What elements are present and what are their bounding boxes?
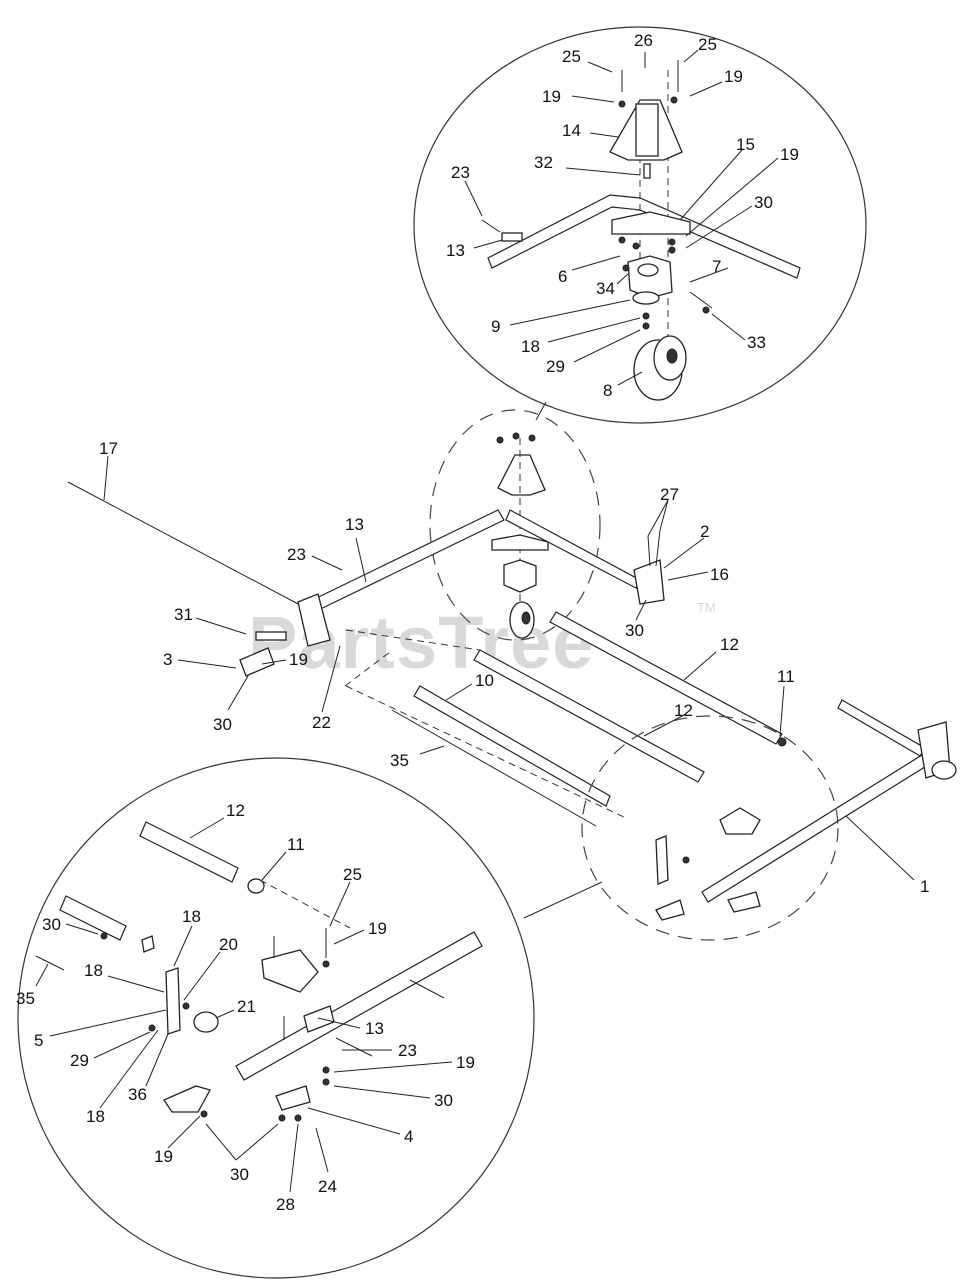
- right-small-parts: [655, 807, 761, 921]
- middle-leaders: [103, 455, 915, 881]
- callout: 25: [343, 865, 362, 884]
- callout: 14: [562, 121, 581, 140]
- callout: 20: [219, 935, 238, 954]
- callout: 23: [451, 163, 470, 182]
- callout: 25: [562, 47, 581, 66]
- top-frame-corner: [487, 70, 801, 340]
- callout: 9: [491, 317, 500, 336]
- callout: 30: [625, 621, 644, 640]
- detail-circle-right: [581, 715, 839, 941]
- callout: 16: [710, 565, 729, 584]
- callout: 19: [542, 87, 561, 106]
- callout: 30: [754, 193, 773, 212]
- callout: 18: [521, 337, 540, 356]
- callout: 12: [720, 635, 739, 654]
- callout: 30: [42, 915, 61, 934]
- callout: 21: [237, 997, 256, 1016]
- callout: 19: [154, 1147, 173, 1166]
- callouts-middle: 17 13 23 27 2 16 31 3 19 30 22 30 12 11 …: [99, 439, 929, 896]
- callout: 12: [226, 801, 245, 820]
- callout: 5: [34, 1031, 43, 1050]
- callout: 18: [182, 907, 201, 926]
- callout: 35: [16, 989, 35, 1008]
- callout: 11: [287, 835, 305, 854]
- detail-circle-bottom: [17, 757, 535, 1279]
- callout: 12: [674, 701, 693, 720]
- callout: 28: [276, 1195, 295, 1214]
- top-hardware: [481, 60, 713, 330]
- bottom-leaders: [35, 817, 453, 1193]
- callout: 13: [446, 241, 465, 260]
- callout: 29: [546, 357, 565, 376]
- bottom-assembly: [35, 821, 483, 1122]
- callout: 2: [700, 522, 709, 541]
- detail-circle-middle: [429, 409, 601, 641]
- callout: 6: [558, 267, 567, 286]
- top-leaders: [464, 49, 779, 386]
- callout: 19: [724, 67, 743, 86]
- callout: 29: [70, 1051, 89, 1070]
- callout: 30: [434, 1091, 453, 1110]
- callout: 18: [84, 961, 103, 980]
- watermark-trademark: TM: [697, 600, 716, 615]
- callout: 7: [712, 257, 721, 276]
- callouts-bottom: 12 11 25 19 30 18 20 35 18 21 5 29 13 23…: [16, 801, 475, 1214]
- callouts-top: 25 26 25 19 19 14 15 19 32 23 30 13 6 7 …: [446, 31, 799, 400]
- callout: 35: [390, 751, 409, 770]
- detail-circle-top: [413, 26, 867, 424]
- callout: 22: [312, 713, 331, 732]
- callout: 4: [404, 1127, 413, 1146]
- middle-caster-assembly: [491, 432, 549, 639]
- callout: 36: [128, 1085, 147, 1104]
- callout: 30: [230, 1165, 249, 1184]
- callout: 32: [534, 153, 553, 172]
- callout: 8: [603, 381, 612, 400]
- callout: 34: [596, 279, 615, 298]
- callout: 23: [398, 1041, 417, 1060]
- callout: 13: [345, 515, 364, 534]
- callout: 15: [736, 135, 755, 154]
- top-detail-connector: [535, 401, 547, 421]
- callout: 1: [920, 877, 929, 896]
- callout: 17: [99, 439, 118, 458]
- callout: 26: [634, 31, 653, 50]
- callout: 19: [456, 1053, 475, 1072]
- callout: 3: [163, 650, 172, 669]
- callout: 24: [318, 1177, 337, 1196]
- caster-wheel: [633, 335, 687, 401]
- callout: 10: [475, 671, 494, 690]
- callout: 31: [174, 605, 193, 624]
- callout: 11: [777, 667, 795, 686]
- callout: 23: [287, 545, 306, 564]
- callout: 30: [213, 715, 232, 734]
- callout: 33: [747, 333, 766, 352]
- callout: 19: [780, 145, 799, 164]
- callout: 27: [660, 485, 679, 504]
- callout: 18: [86, 1107, 105, 1126]
- caster-mount-bracket: [609, 99, 691, 305]
- callout: 19: [368, 919, 387, 938]
- bottom-detail-connector: [523, 881, 603, 919]
- callout: 25: [698, 35, 717, 54]
- callout: 19: [289, 650, 308, 669]
- main-frame: [67, 481, 957, 903]
- callout: 13: [365, 1019, 384, 1038]
